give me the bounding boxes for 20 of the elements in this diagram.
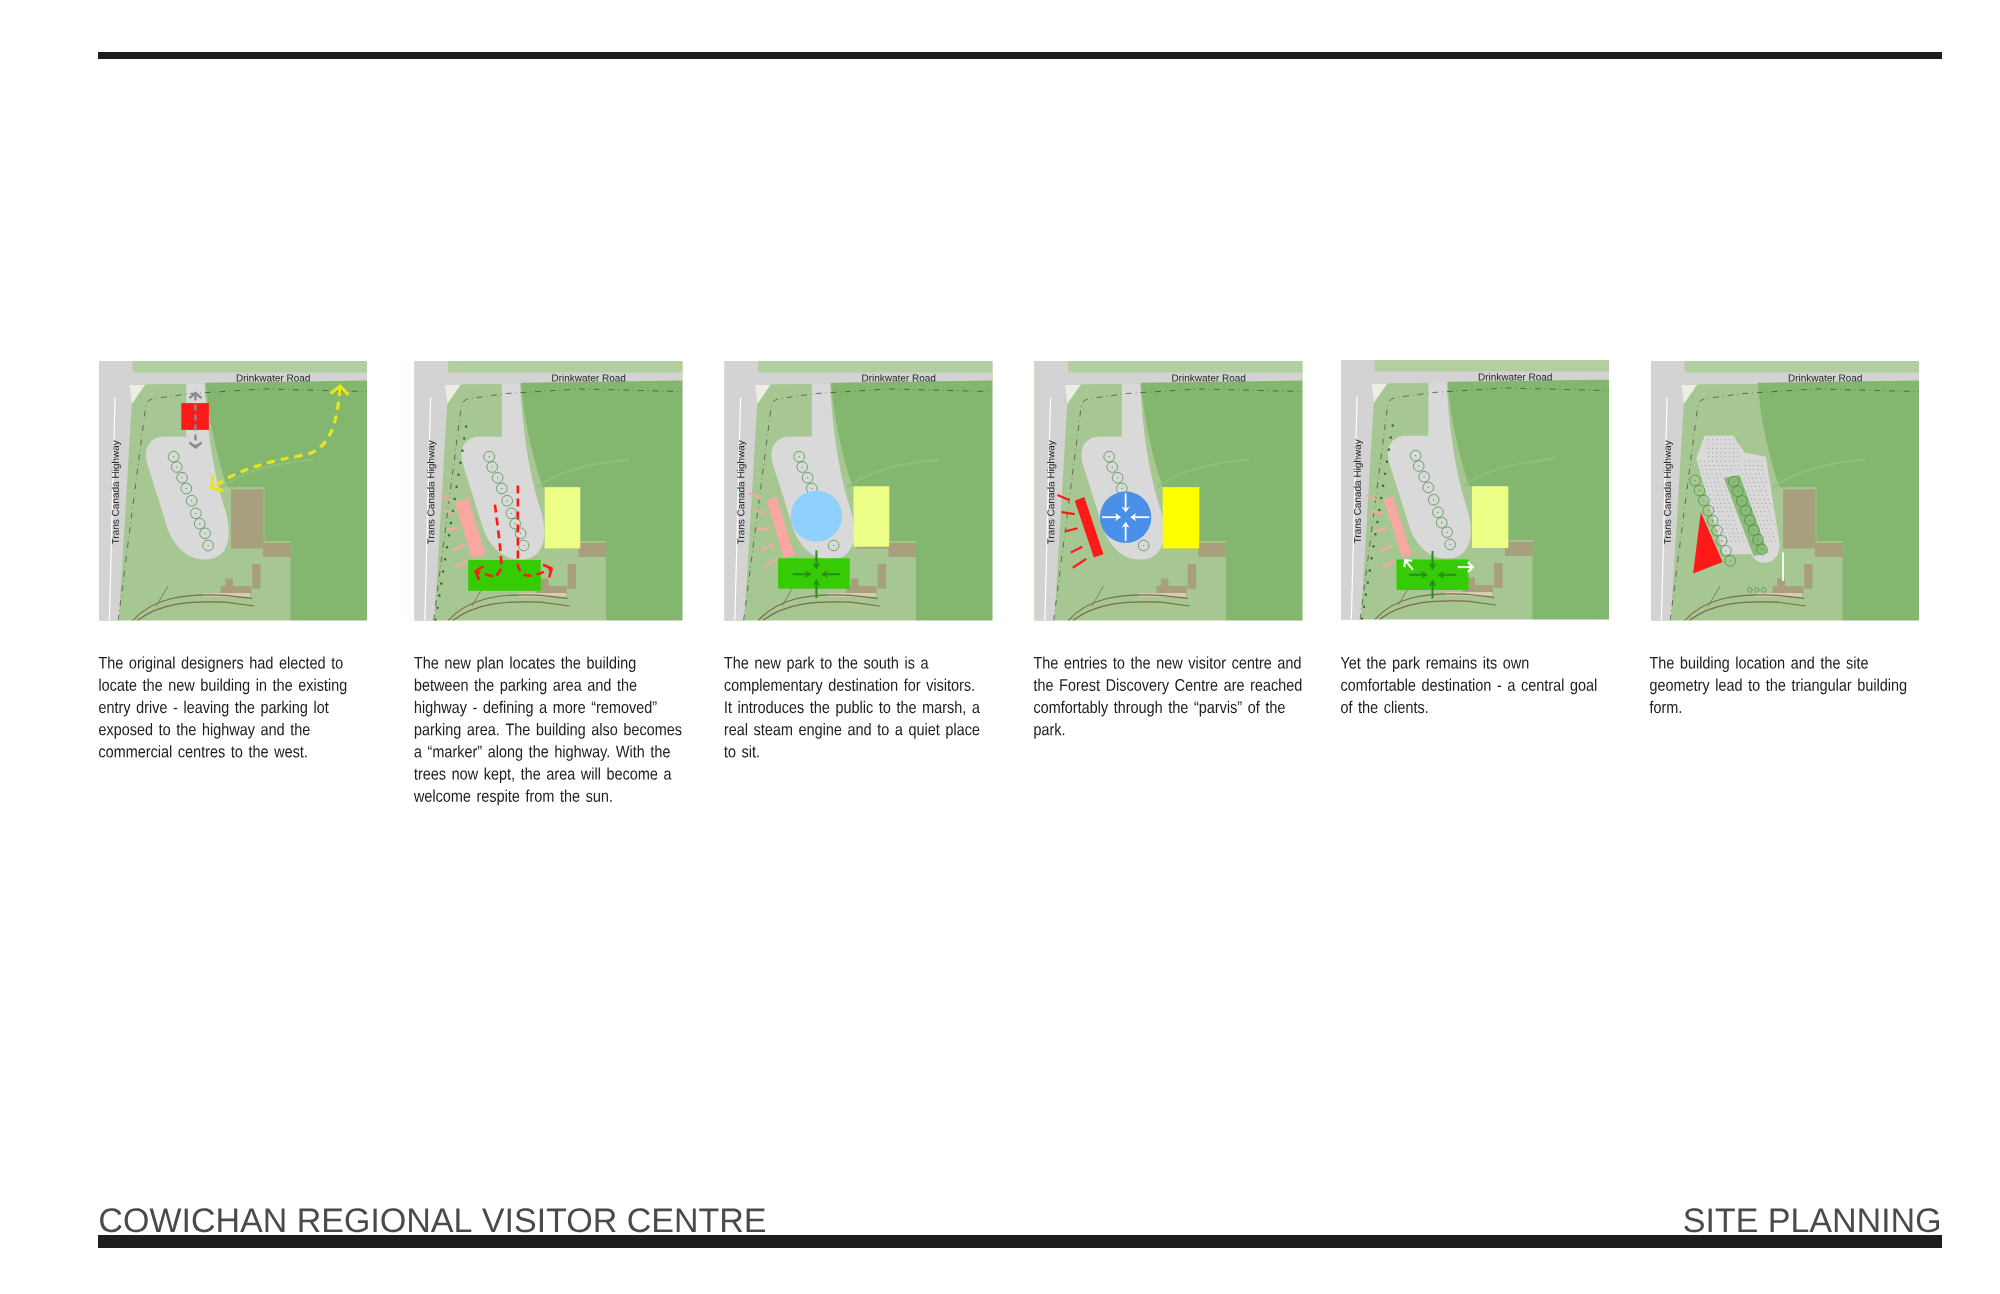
title: COWICHAN REGIONAL VISITOR CENTRE: [100, 1208, 766, 1233]
node-label: The entries to the new visitor centre and the Forest Discovery Centre are reached comfortably through the “parvis” of the park.: [1033, 656, 1302, 739]
road-label: Trans Canada Highway: [737, 440, 747, 545]
road-label: Drinkwater Road: [1172, 374, 1246, 382]
road-label: Drinkwater Road: [1788, 374, 1862, 382]
road-label: Trans Canada Highway: [111, 440, 121, 545]
road-label: Drinkwater Road: [552, 374, 626, 382]
node-label: The building location and the site geometry lead to the triangular building form.: [1649, 656, 1907, 714]
road-label: Trans Canada Highway: [1047, 440, 1057, 545]
node-label: The new park to the south is a complementary destination for visitors. It introduces the public to the marsh, a real steam engine and to a quiet place to sit.: [724, 656, 980, 758]
heading: SITE PLANNING: [1684, 1208, 1940, 1233]
road-label: Drinkwater Road: [236, 374, 310, 382]
node-label: The new plan locates the building between the parking area and the highway - defining a more “removed” parking area. The building also becomes a “marker” along the highway. With the trees now kept, the area will become a welcome respite from the sun.: [413, 656, 682, 806]
road-label: Drinkwater Road: [862, 374, 936, 382]
road-label: Trans Canada Highway: [427, 440, 437, 545]
road-label: Drinkwater Road: [1478, 373, 1552, 381]
node-label: The original designers had elected to locate the new building in the existing entry drive - leaving the parking lot exposed to the highway and the commercial centres to the west.: [98, 656, 347, 758]
road-label: Trans Canada Highway: [1353, 439, 1363, 544]
road-label: Trans Canada Highway: [1663, 440, 1673, 545]
node-label: Yet the park remains its own comfortable destination - a central goal of the clients.: [1340, 656, 1597, 714]
